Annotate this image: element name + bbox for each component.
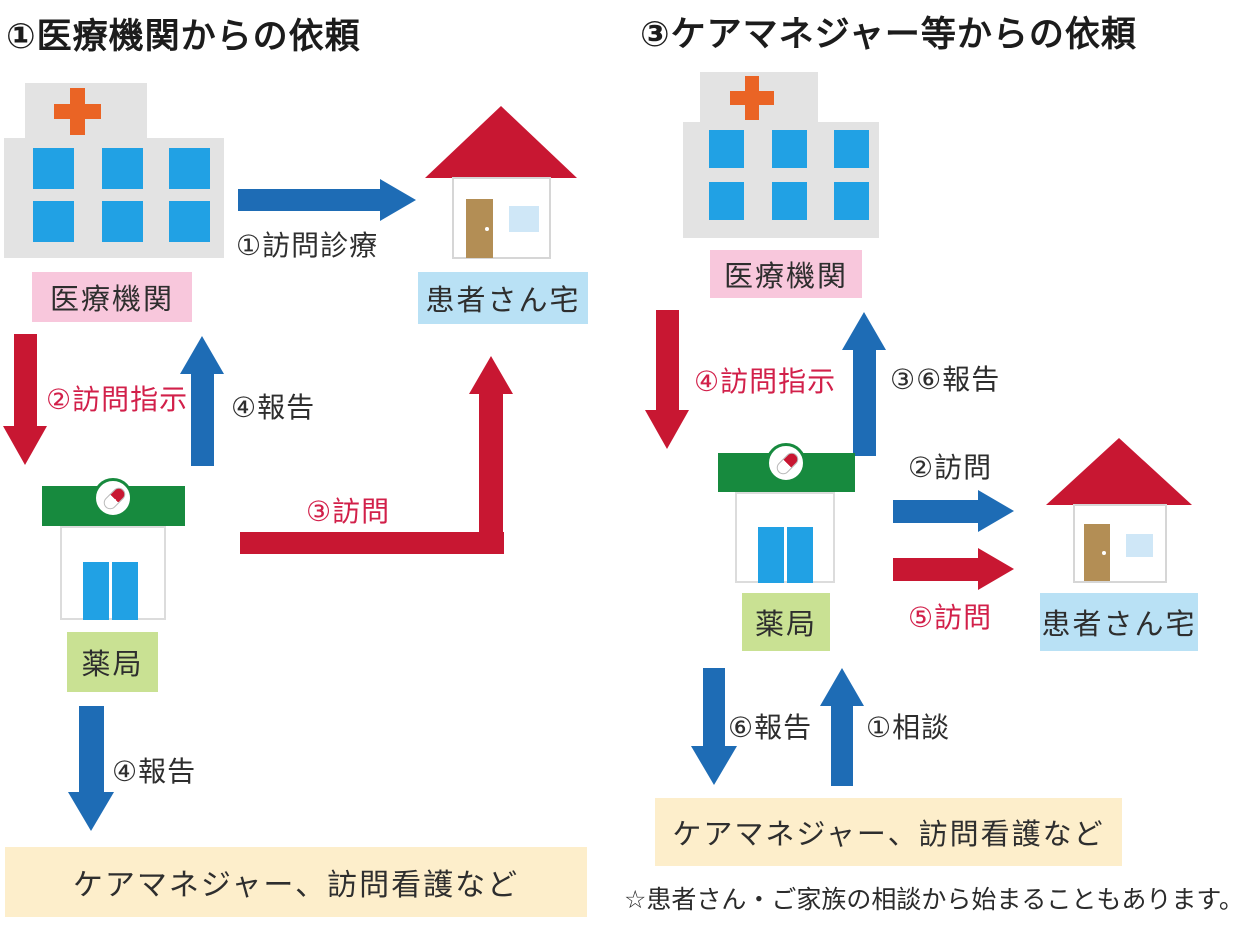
visit-pharmacy-label: ⑤訪問 [908, 602, 993, 633]
hospital-label: 医療機関 [710, 250, 862, 298]
report-down-arrow [703, 668, 725, 748]
pharmacy-door [83, 562, 109, 620]
visit-doctor-arrow [893, 500, 979, 523]
hospital-window [834, 130, 869, 168]
report-up-arrow [191, 372, 214, 466]
right-panel-title: ③ケアマネジャー等からの依頼 [640, 15, 1137, 54]
visit-order-arrow [656, 310, 679, 412]
hospital-window [772, 130, 807, 168]
pharmacy-shop-icon [718, 443, 855, 583]
care-manager-box: ケアマネジャー、訪問看護など [655, 798, 1122, 866]
report-up-label: ④報告 [231, 392, 316, 423]
hospital-window [33, 201, 74, 242]
hospital-window [709, 130, 744, 168]
report-down-arrowhead [691, 746, 737, 785]
consult-label: ①相談 [866, 712, 951, 743]
pharmacy-door [787, 527, 813, 583]
patient-house-icon [424, 106, 578, 260]
house-door [466, 199, 493, 258]
visit-doctor-label: ②訪問 [908, 452, 993, 483]
pharmacy-door [112, 562, 138, 620]
visit-home-label: ③訪問 [306, 496, 391, 527]
left-panel-title: ①医療機関からの依頼 [6, 17, 361, 56]
pharmacy-door [758, 527, 784, 583]
hospital-window [169, 148, 210, 189]
pharmacy-shop-icon [42, 478, 185, 620]
hospital-window [772, 182, 807, 220]
report-up-arrowhead [180, 336, 224, 374]
pharmacy-label: 薬局 [742, 593, 830, 651]
visit-care-label: ①訪問診療 [236, 230, 379, 261]
visit-order-arrowhead [3, 426, 47, 465]
visit-pharmacy-arrow [893, 558, 979, 581]
consult-arrow [831, 704, 853, 786]
visit-order-label: ④訪問指示 [694, 366, 837, 397]
capsule-icon [766, 443, 806, 483]
visit-order-arrow [14, 334, 37, 428]
report-down-arrowhead [68, 792, 114, 831]
report-down-label: ⑥報告 [728, 712, 813, 743]
report-up-label: ③⑥報告 [890, 364, 1001, 395]
visit-doctor-arrowhead [978, 490, 1014, 532]
visit-care-arrow [238, 189, 382, 211]
patient-house-icon [1046, 438, 1192, 584]
house-window [509, 206, 539, 232]
report-up-arrow [853, 348, 876, 456]
hospital-icon [4, 83, 224, 258]
patient-home-label: 患者さん宅 [418, 272, 588, 324]
hospital-icon [683, 72, 879, 238]
visit-pharmacy-arrowhead [978, 548, 1014, 590]
pharmacy-body [735, 492, 835, 583]
visit-care-arrowhead [380, 179, 416, 221]
hospital-window [709, 182, 744, 220]
visit-order-label: ②訪問指示 [46, 384, 189, 415]
hospital-window [169, 201, 210, 242]
capsule-icon [93, 478, 133, 518]
visit-order-arrowhead [645, 410, 689, 449]
hospital-label: 医療機関 [32, 272, 192, 322]
patient-home-label: 患者さん宅 [1040, 593, 1198, 651]
hospital-window [102, 201, 143, 242]
care-manager-box: ケアマネジャー、訪問看護など [5, 847, 587, 917]
report-down-label: ④報告 [112, 756, 197, 787]
visit-home-arrow-horizontal [240, 532, 504, 554]
visit-home-arrow-vertical [479, 392, 503, 554]
house-roof [1046, 438, 1192, 505]
report-up-arrowhead [842, 312, 886, 350]
consult-arrowhead [820, 668, 864, 706]
house-roof [425, 106, 577, 178]
footnote: ☆患者さん・ご家族の相談から始まることもあります。 [624, 886, 1234, 914]
pharmacy-label: 薬局 [67, 632, 158, 692]
hospital-window [33, 148, 74, 189]
report-down-arrow [79, 706, 104, 794]
visit-home-arrowhead [469, 356, 513, 394]
house-door [1084, 524, 1110, 581]
hospital-window [102, 148, 143, 189]
house-window [1126, 534, 1153, 557]
hospital-window [834, 182, 869, 220]
